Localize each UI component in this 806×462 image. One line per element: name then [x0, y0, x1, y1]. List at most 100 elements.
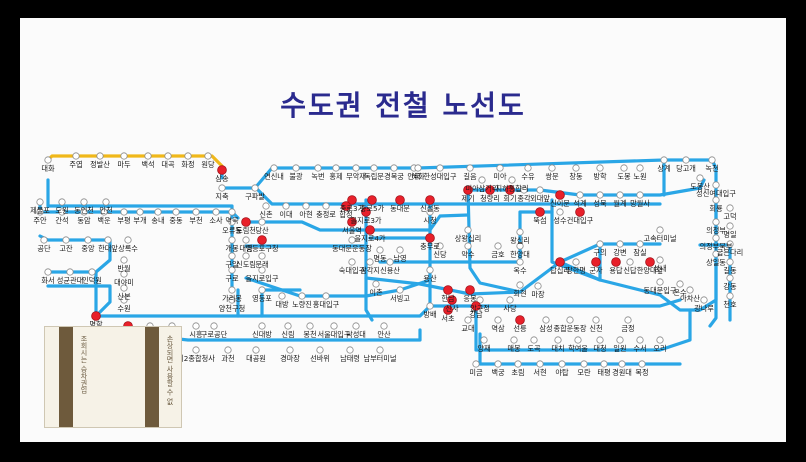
station-marker: [656, 278, 664, 286]
line-2-segment: [236, 288, 302, 318]
station-label: 고잔: [59, 244, 73, 253]
transfer-station-marker: [361, 207, 371, 217]
station-label: 석계: [573, 199, 586, 208]
station-label: 이촌: [369, 288, 383, 297]
station-label: 한성대입구: [423, 172, 456, 181]
station-marker: [348, 236, 356, 244]
station-label: 서울역: [342, 226, 362, 235]
station-label: 부천: [189, 216, 202, 225]
station-marker: [436, 164, 444, 172]
station-label: 시청: [423, 216, 436, 225]
station-label: 백궁: [491, 368, 505, 377]
station-label: 방학: [593, 172, 607, 181]
station-marker: [322, 202, 330, 210]
station-marker: [228, 208, 236, 216]
station-marker: [636, 336, 644, 344]
station-label: 동대문: [390, 204, 410, 213]
station-label: 도원: [55, 206, 68, 215]
station-label: 부개: [133, 216, 146, 225]
station-marker: [228, 236, 236, 244]
station-label: 군자: [589, 266, 603, 275]
station-label: 반월: [117, 264, 130, 273]
station-marker: [712, 181, 720, 189]
station-label: 도봉: [617, 172, 631, 181]
station-label: 문래: [255, 260, 268, 269]
station-label: 의정부: [706, 226, 726, 235]
station-marker: [270, 164, 278, 172]
station-marker: [516, 258, 524, 266]
station-marker: [712, 196, 720, 204]
station-label: 구로: [225, 274, 239, 283]
station-marker: [514, 360, 522, 368]
station-label: 신당: [433, 250, 447, 259]
station-marker: [172, 208, 180, 216]
station-marker: [322, 292, 330, 300]
station-label: 수원: [117, 304, 130, 313]
station-label: 주안: [33, 216, 47, 225]
station-marker: [726, 240, 734, 248]
station-label: 대화: [41, 164, 55, 173]
transfer-station-marker: [443, 285, 453, 295]
station-label: 길음: [463, 172, 477, 181]
station-marker: [306, 322, 314, 330]
transfer-station-marker: [555, 190, 565, 200]
station-marker: [708, 156, 716, 164]
station-label: 마장: [531, 290, 545, 299]
transfer-station-marker: [485, 185, 495, 195]
station-label: 강변: [613, 248, 626, 257]
station-marker: [154, 208, 162, 216]
station-marker: [436, 242, 444, 250]
station-marker: [102, 198, 110, 206]
station-marker: [556, 208, 564, 216]
station-label: 경복궁: [384, 172, 404, 181]
station-marker: [696, 174, 704, 182]
station-label: 회현: [513, 289, 526, 298]
station-marker: [204, 152, 212, 160]
station-marker: [66, 268, 74, 276]
station-marker: [380, 322, 388, 330]
station-label: 명학: [89, 320, 103, 329]
station-label: 왕십리: [510, 236, 530, 245]
station-marker: [726, 258, 734, 266]
station-label: 구의: [593, 248, 606, 257]
station-marker: [352, 322, 360, 330]
station-label: 구일: [225, 260, 238, 269]
station-marker: [258, 252, 266, 260]
station-label: 남영: [393, 254, 406, 263]
station-label: 금호: [491, 250, 505, 259]
station-label: 녹번: [311, 172, 324, 181]
station-marker: [580, 360, 588, 368]
station-marker: [192, 346, 200, 354]
transfer-station-marker: [365, 225, 375, 235]
station-label: 경마장: [280, 354, 300, 363]
station-label: 홍제: [329, 172, 342, 181]
station-label: 동암: [77, 216, 91, 225]
station-marker: [496, 164, 504, 172]
station-marker: [558, 360, 566, 368]
station-marker: [298, 292, 306, 300]
station-label: 제기: [461, 194, 474, 203]
station-label: 망월사: [630, 199, 650, 208]
station-marker: [282, 202, 290, 210]
station-marker: [618, 360, 626, 368]
station-marker: [596, 164, 604, 172]
station-label: 도곡: [527, 344, 541, 353]
station-label: 신답: [623, 266, 637, 275]
station-marker: [494, 242, 502, 250]
station-marker: [120, 270, 128, 278]
station-marker: [464, 316, 472, 324]
station-label: 성수: [553, 216, 567, 225]
station-label: 응봉: [463, 294, 477, 303]
station-label: 미아: [493, 172, 507, 181]
station-label: 서빙고: [390, 294, 410, 303]
station-marker: [252, 346, 260, 354]
station-marker: [530, 336, 538, 344]
station-label: 대공원: [246, 354, 266, 363]
station-marker: [366, 258, 374, 266]
station-label: 신용산: [380, 266, 400, 275]
station-label: 성북: [593, 199, 607, 208]
station-label: 학여울: [568, 344, 588, 353]
transfer-station-marker: [515, 315, 525, 325]
station-label: 신대방: [252, 330, 272, 339]
